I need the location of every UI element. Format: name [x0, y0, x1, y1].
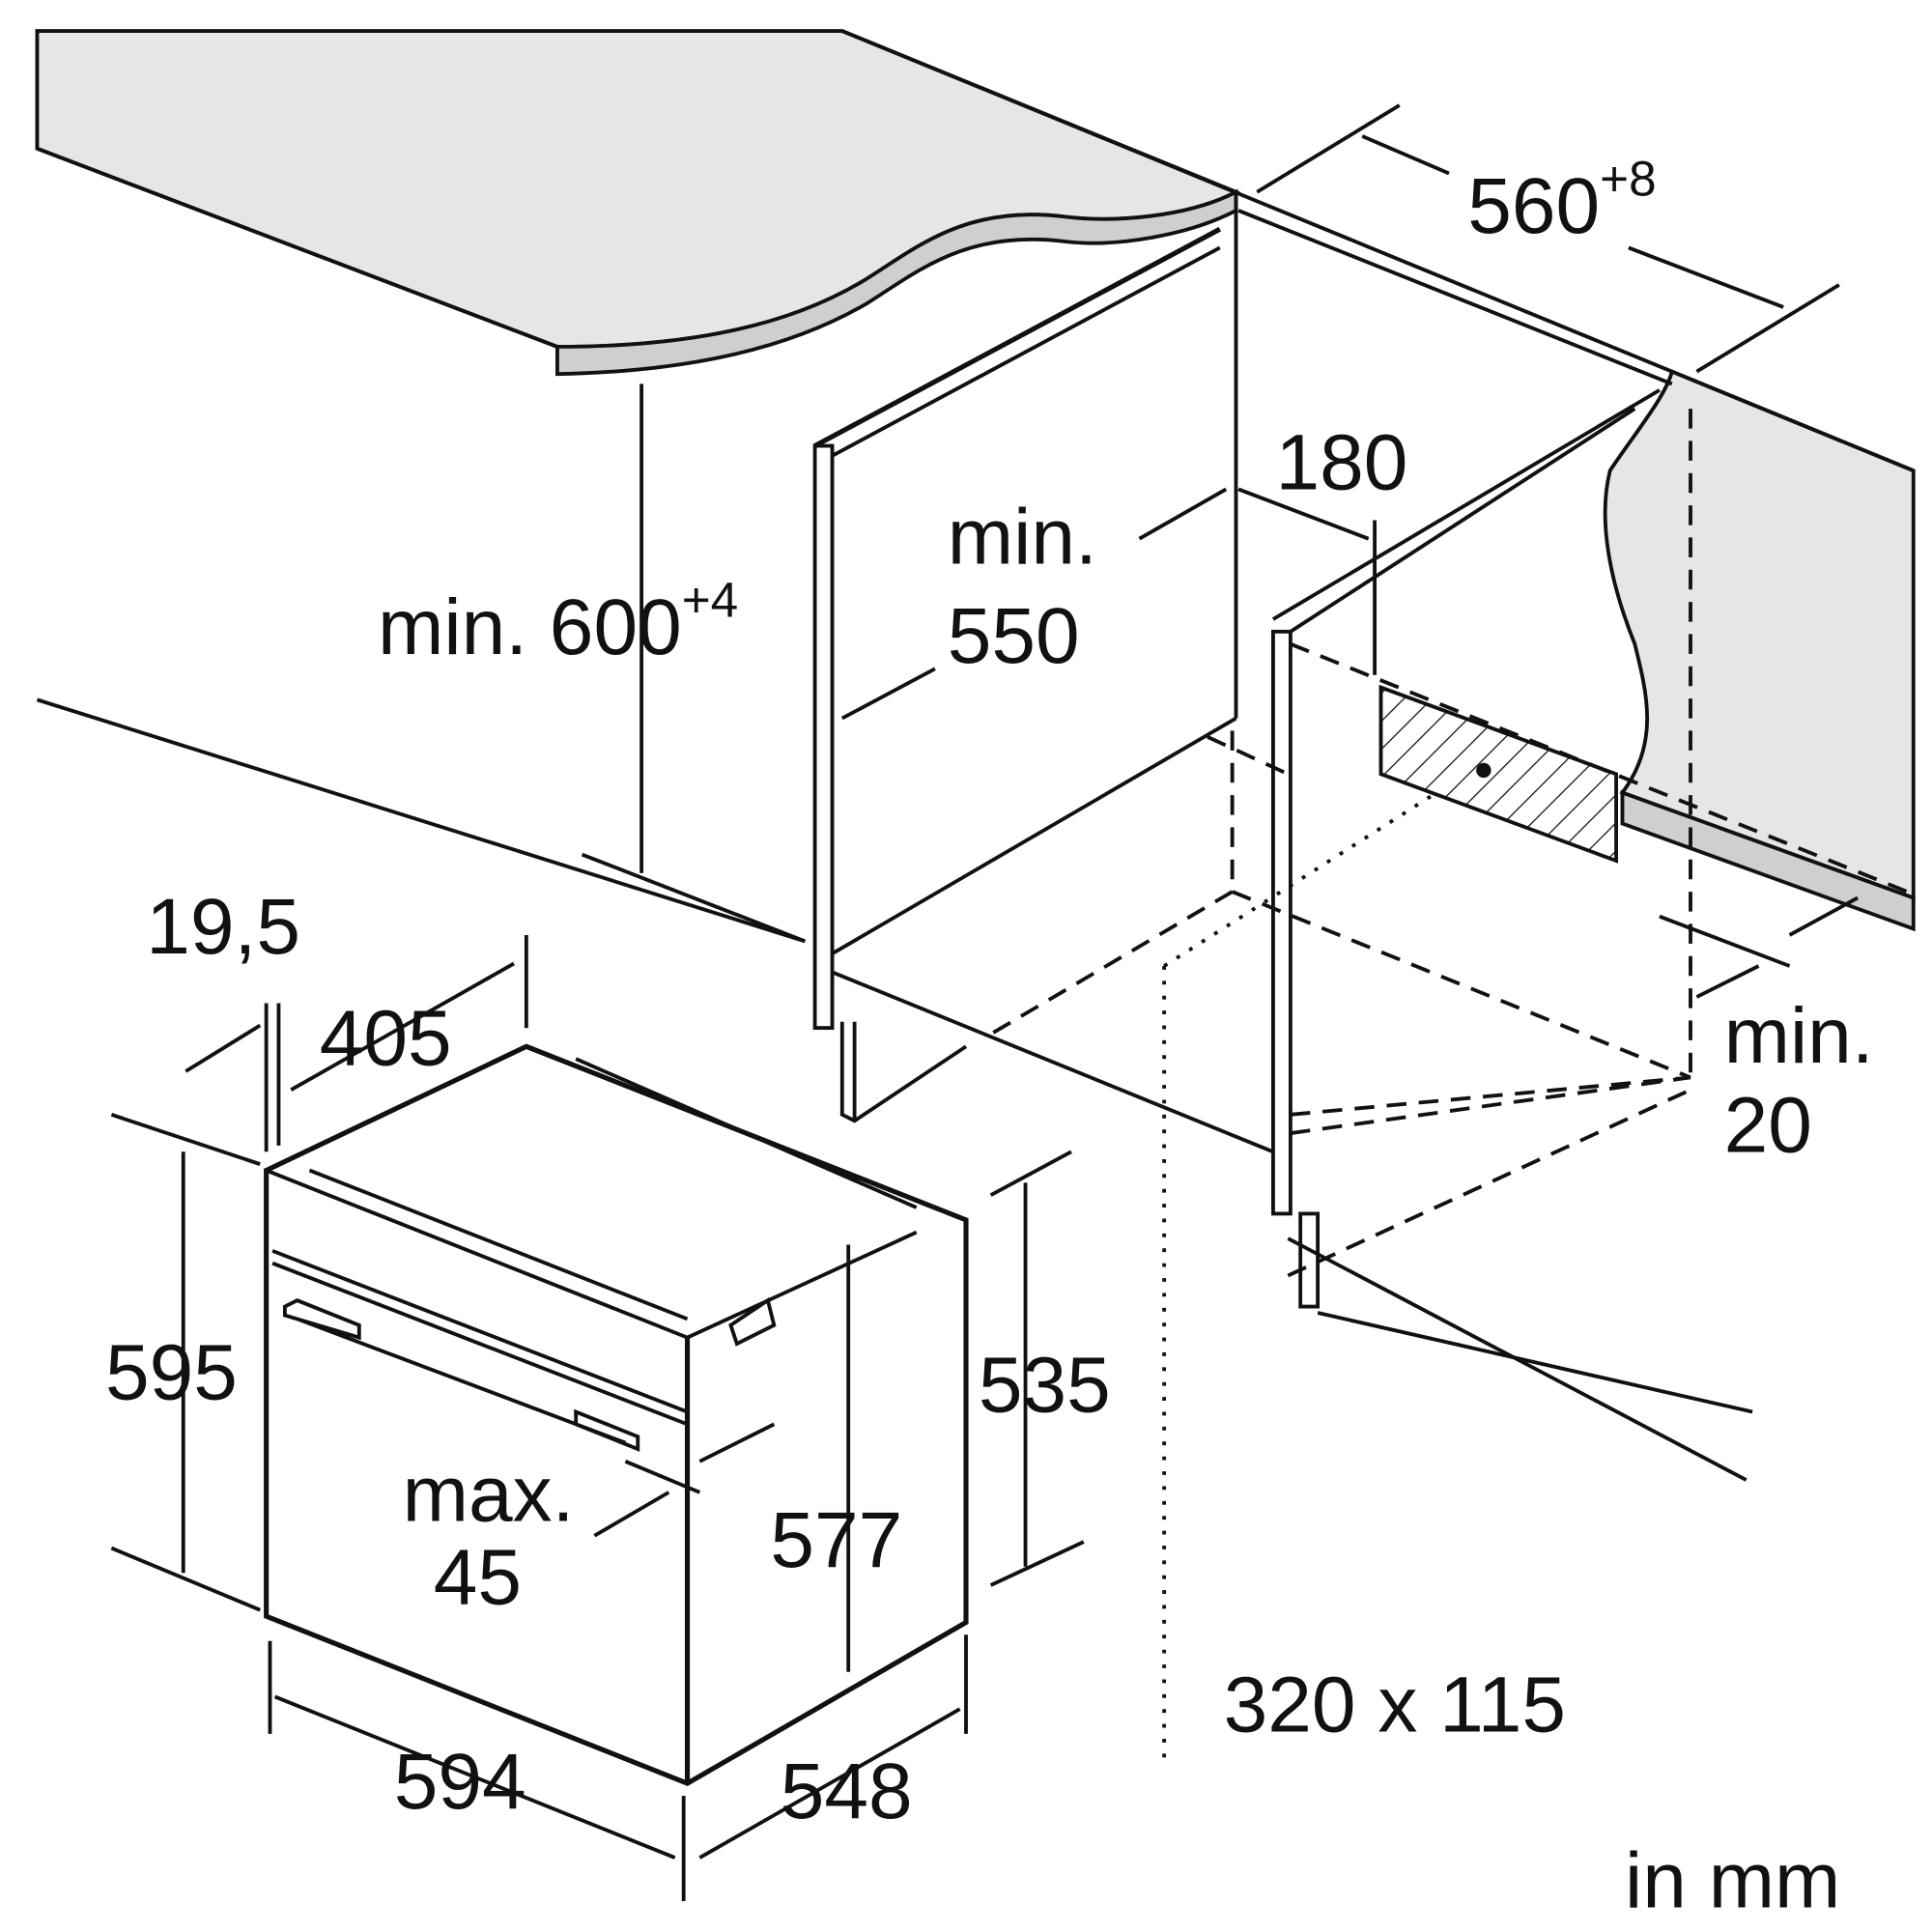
socket-dot [1476, 762, 1492, 779]
niche-width-label: 560+8 [1467, 152, 1656, 250]
depth-min-label-2: 550 [948, 592, 1080, 680]
front-gap-label-1: min. [1724, 992, 1874, 1080]
oven [264, 1043, 969, 1786]
cabinet-lines [36, 29, 1915, 1482]
hidden-lines [989, 409, 1909, 1759]
oven-depth-label: 548 [781, 1747, 913, 1835]
oven-inner-height-label: 577 [770, 1496, 902, 1584]
vent-opening [1378, 684, 1619, 864]
rear-gap-label: 180 [1276, 418, 1408, 506]
panel-thickness-label: 19,5 [146, 883, 300, 971]
handle-offset-label: 405 [320, 995, 452, 1083]
oven-width-label: 594 [394, 1738, 526, 1826]
depth-min-label-1: min. [948, 493, 1097, 581]
front-gap-label-2: 20 [1724, 1081, 1812, 1169]
oven-height-label: 595 [105, 1329, 238, 1417]
door-protrusion-label-1: max. [403, 1450, 575, 1538]
countertop [35, 29, 1241, 377]
units-label: in mm [1625, 1836, 1840, 1924]
right-countertop [1603, 368, 1916, 901]
niche-height-label: min. 600+4 [378, 572, 738, 670]
oven-body-height-label: 535 [979, 1342, 1111, 1430]
dimension-lines [110, 103, 1859, 1901]
vent-opening-label: 320 x 115 [1224, 1661, 1566, 1748]
door-protrusion-label-2: 45 [434, 1533, 522, 1621]
